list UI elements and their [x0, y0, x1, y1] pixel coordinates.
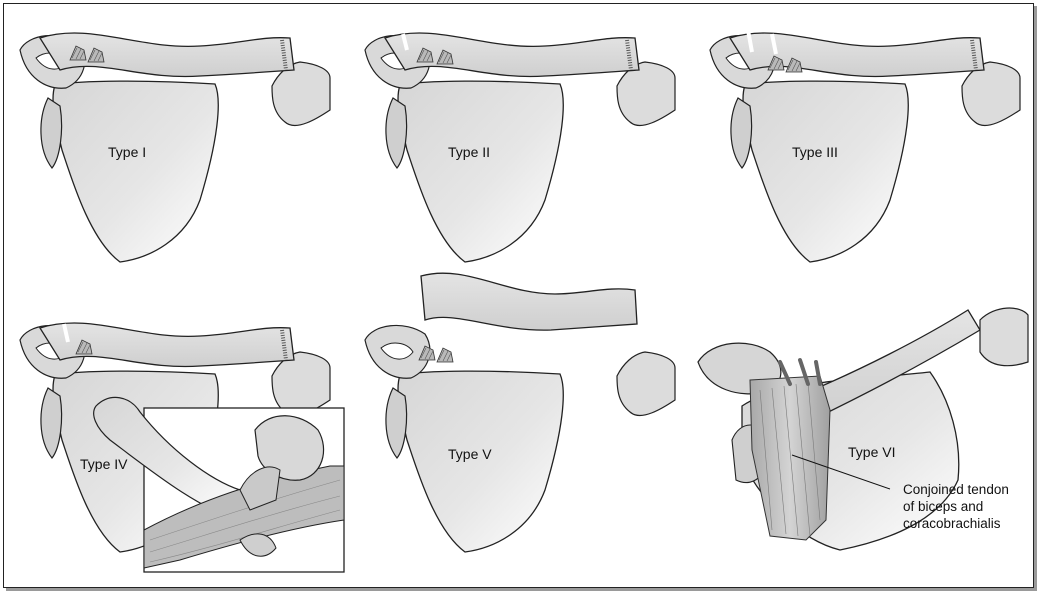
- panel-type-3: [709, 29, 1021, 263]
- label-type-5: Type V: [448, 446, 492, 462]
- label-type-6: Type VI: [848, 444, 896, 460]
- label-type-4: Type IV: [80, 456, 128, 472]
- annotation-line-3: coracobrachialis: [903, 516, 1001, 531]
- label-type-2: Type II: [448, 144, 491, 160]
- conjoined-tendon-annotation: Conjoined tendon of biceps and coracobra…: [903, 481, 1009, 532]
- label-type-1: Type I: [108, 144, 147, 160]
- annotation-line-1: Conjoined tendon: [903, 482, 1009, 497]
- annotation-line-2: of biceps and: [903, 499, 984, 514]
- panel-type-1: [19, 31, 331, 263]
- panel-type-4: [19, 321, 331, 553]
- label-type-3: Type III: [792, 144, 838, 160]
- panel-type-6: [697, 307, 1029, 551]
- type-4-inset: [93, 396, 345, 573]
- panel-type-2: [364, 31, 676, 263]
- panel-type-5: [364, 272, 676, 553]
